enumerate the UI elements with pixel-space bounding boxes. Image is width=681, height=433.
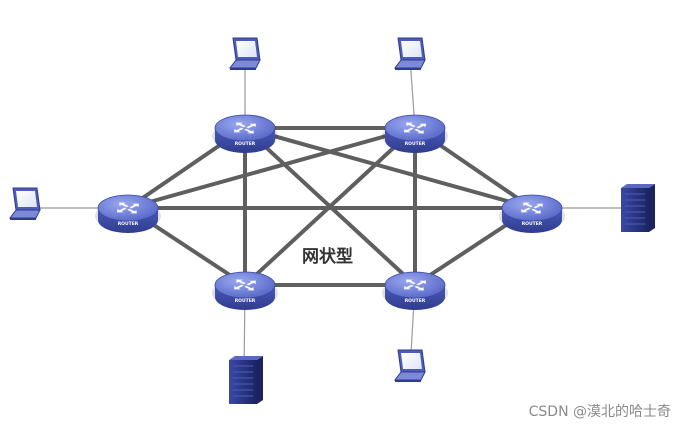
server-bottom-left-server-icon (229, 356, 263, 404)
routers-group: ROUTER ROUTER ROUTER ROUTER ROUTER ROUTER (95, 115, 565, 310)
laptop-top-right-laptop-icon (395, 38, 425, 70)
router-r-left: ROUTER (95, 195, 161, 233)
laptop-left-laptop-icon (10, 188, 40, 220)
server-right-server-icon (621, 184, 655, 232)
watermark: CSDN @漠北的哈士奇 (529, 401, 671, 421)
router-r-bottom-right: ROUTER (382, 272, 448, 310)
router-r-top-left: ROUTER (212, 115, 278, 153)
router-r-bottom-left: ROUTER (212, 272, 278, 310)
router-label: ROUTER (235, 141, 256, 147)
router-label: ROUTER (522, 221, 543, 227)
router-label: ROUTER (405, 298, 426, 304)
router-label: ROUTER (405, 141, 426, 147)
laptop-top-left-laptop-icon (230, 38, 260, 70)
router-r-right: ROUTER (499, 195, 565, 233)
topology-type-label: 网状型 (302, 246, 353, 267)
router-label: ROUTER (118, 221, 139, 227)
laptop-bottom-right-laptop-icon (395, 350, 425, 382)
router-label: ROUTER (235, 298, 256, 304)
router-r-top-right: ROUTER (382, 115, 448, 153)
